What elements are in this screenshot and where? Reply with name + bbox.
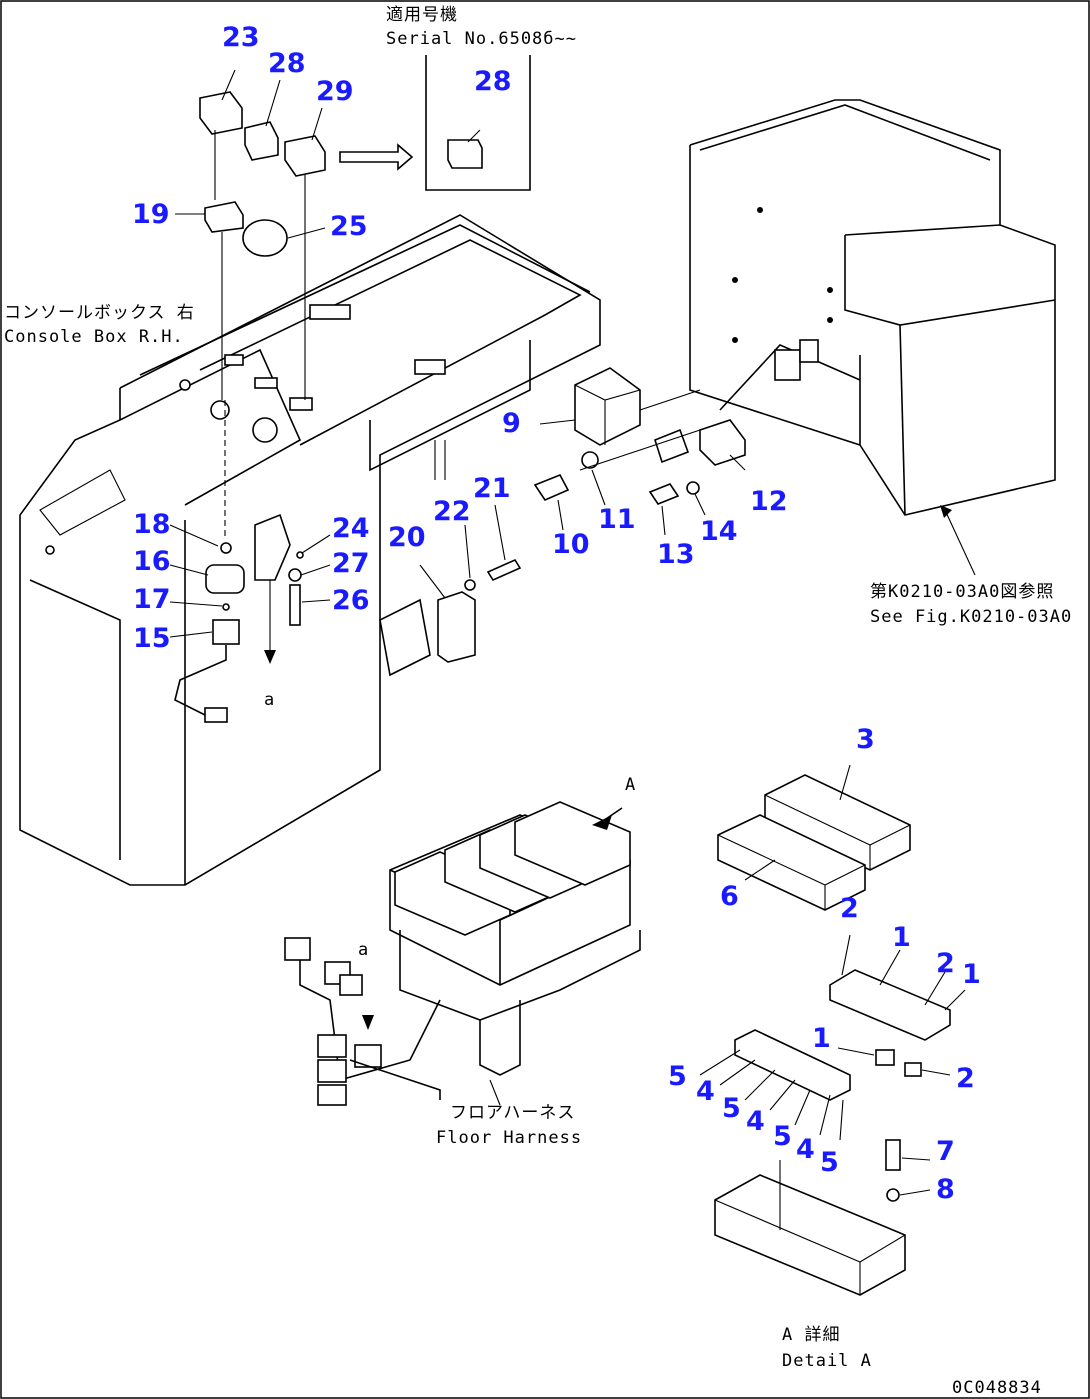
callout-16: 16 bbox=[133, 546, 171, 577]
fuse-box-assembly bbox=[284, 801, 641, 1106]
view-letter-A: A bbox=[625, 775, 636, 795]
callout-13: 13 bbox=[657, 539, 695, 570]
callout-1-right: 1 bbox=[962, 959, 981, 990]
callout-5-a: 5 bbox=[668, 1061, 687, 1092]
drawing-code: 0C048834 bbox=[952, 1378, 1042, 1398]
callout-25: 25 bbox=[330, 211, 368, 242]
callout-21: 21 bbox=[473, 473, 511, 504]
callout-29: 29 bbox=[316, 76, 354, 107]
callout-14: 14 bbox=[700, 516, 738, 547]
console-note-en: Console Box R.H. bbox=[4, 327, 184, 347]
callout-1-top: 1 bbox=[892, 922, 911, 953]
relay-parts bbox=[533, 367, 746, 536]
callout-26: 26 bbox=[332, 585, 370, 616]
serial-note-en: Serial No.6508б~~ bbox=[386, 29, 577, 49]
callout-22: 22 bbox=[433, 496, 471, 527]
callout-numbers: 23 28 29 28 19 25 9 10 11 12 13 14 18 16… bbox=[132, 22, 981, 1205]
callout-27: 27 bbox=[332, 548, 370, 579]
callout-4-a: 4 bbox=[696, 1076, 715, 1107]
callout-2-right: 2 bbox=[936, 948, 955, 979]
callout-3: 3 bbox=[856, 724, 875, 755]
view-letter-a-harness: a bbox=[358, 940, 369, 960]
key-switch-assembly bbox=[169, 400, 331, 723]
console-box bbox=[19, 214, 601, 886]
callout-24: 24 bbox=[332, 513, 370, 544]
view-letter-a-console: a bbox=[264, 690, 275, 710]
detail-note-jp: A 詳細 bbox=[782, 1325, 840, 1345]
callout-5-c: 5 bbox=[773, 1121, 792, 1152]
cabinet-reference bbox=[689, 99, 1056, 576]
callout-8: 8 bbox=[936, 1174, 955, 1205]
callout-28: 28 bbox=[268, 48, 306, 79]
callout-9: 9 bbox=[502, 408, 521, 439]
see-fig-note-jp: 第K0210-03A0図参照 bbox=[870, 582, 1054, 602]
callout-2-top: 2 bbox=[840, 893, 859, 924]
callout-11: 11 bbox=[598, 504, 636, 535]
callout-1-mid: 1 bbox=[812, 1023, 831, 1054]
switch-parts bbox=[175, 69, 326, 400]
see-fig-note-en: See Fig.K0210-03A0 bbox=[870, 607, 1072, 627]
serial-number-box: 適用号機 Serial No.6508б~~ bbox=[386, 5, 577, 191]
bracket-parts bbox=[419, 504, 522, 663]
replacement-arrow bbox=[339, 143, 414, 171]
serial-note-jp: 適用号機 bbox=[386, 5, 458, 25]
callout-12: 12 bbox=[750, 486, 788, 517]
detail-A-parts bbox=[699, 764, 966, 1296]
callout-20: 20 bbox=[388, 522, 426, 553]
callout-7: 7 bbox=[936, 1136, 955, 1167]
harness-note-jp: フロアハーネス bbox=[450, 1103, 575, 1123]
callout-15: 15 bbox=[133, 623, 171, 654]
callout-6: 6 bbox=[720, 881, 739, 912]
callout-4-c: 4 bbox=[796, 1134, 815, 1165]
callout-5-b: 5 bbox=[722, 1093, 741, 1124]
callout-2-mid: 2 bbox=[956, 1063, 975, 1094]
console-note-jp: コンソールボックス 右 bbox=[4, 303, 195, 323]
harness-note-en: Floor Harness bbox=[436, 1128, 582, 1148]
callout-10: 10 bbox=[552, 529, 590, 560]
detail-note-en: Detail A bbox=[782, 1351, 872, 1371]
callout-17: 17 bbox=[133, 584, 171, 615]
callout-23: 23 bbox=[222, 22, 260, 53]
callout-19: 19 bbox=[132, 199, 170, 230]
callout-5-d: 5 bbox=[820, 1147, 839, 1178]
callout-18: 18 bbox=[133, 509, 171, 540]
callout-28-serial: 28 bbox=[474, 66, 512, 97]
callout-4-b: 4 bbox=[746, 1106, 765, 1137]
